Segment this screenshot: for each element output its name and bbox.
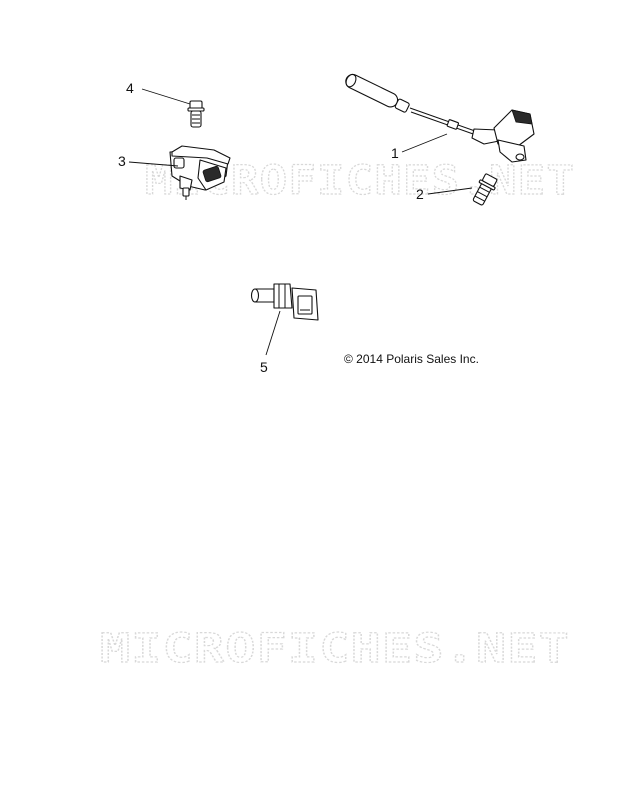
- callout-4[interactable]: 4: [126, 80, 134, 96]
- part-3-map-sensor[interactable]: [169, 145, 231, 200]
- leader-4: [141, 88, 191, 105]
- part-5-temp-sensor[interactable]: [250, 283, 319, 321]
- leader-5: [265, 310, 281, 356]
- watermark-bottom: MICROFICHES.NET: [100, 626, 570, 672]
- callout-2[interactable]: 2: [416, 186, 424, 202]
- part-2-bolt[interactable]: [470, 173, 499, 207]
- callout-5[interactable]: 5: [260, 359, 268, 375]
- leader-1: [401, 133, 448, 153]
- part-4-bolt[interactable]: [187, 100, 205, 128]
- leader-2: [427, 187, 473, 195]
- callout-3[interactable]: 3: [118, 153, 126, 169]
- callout-1[interactable]: 1: [391, 145, 399, 161]
- copyright-notice: © 2014 Polaris Sales Inc.: [344, 352, 479, 366]
- leader-3: [128, 161, 179, 167]
- part-1-speed-sensor[interactable]: [343, 72, 535, 163]
